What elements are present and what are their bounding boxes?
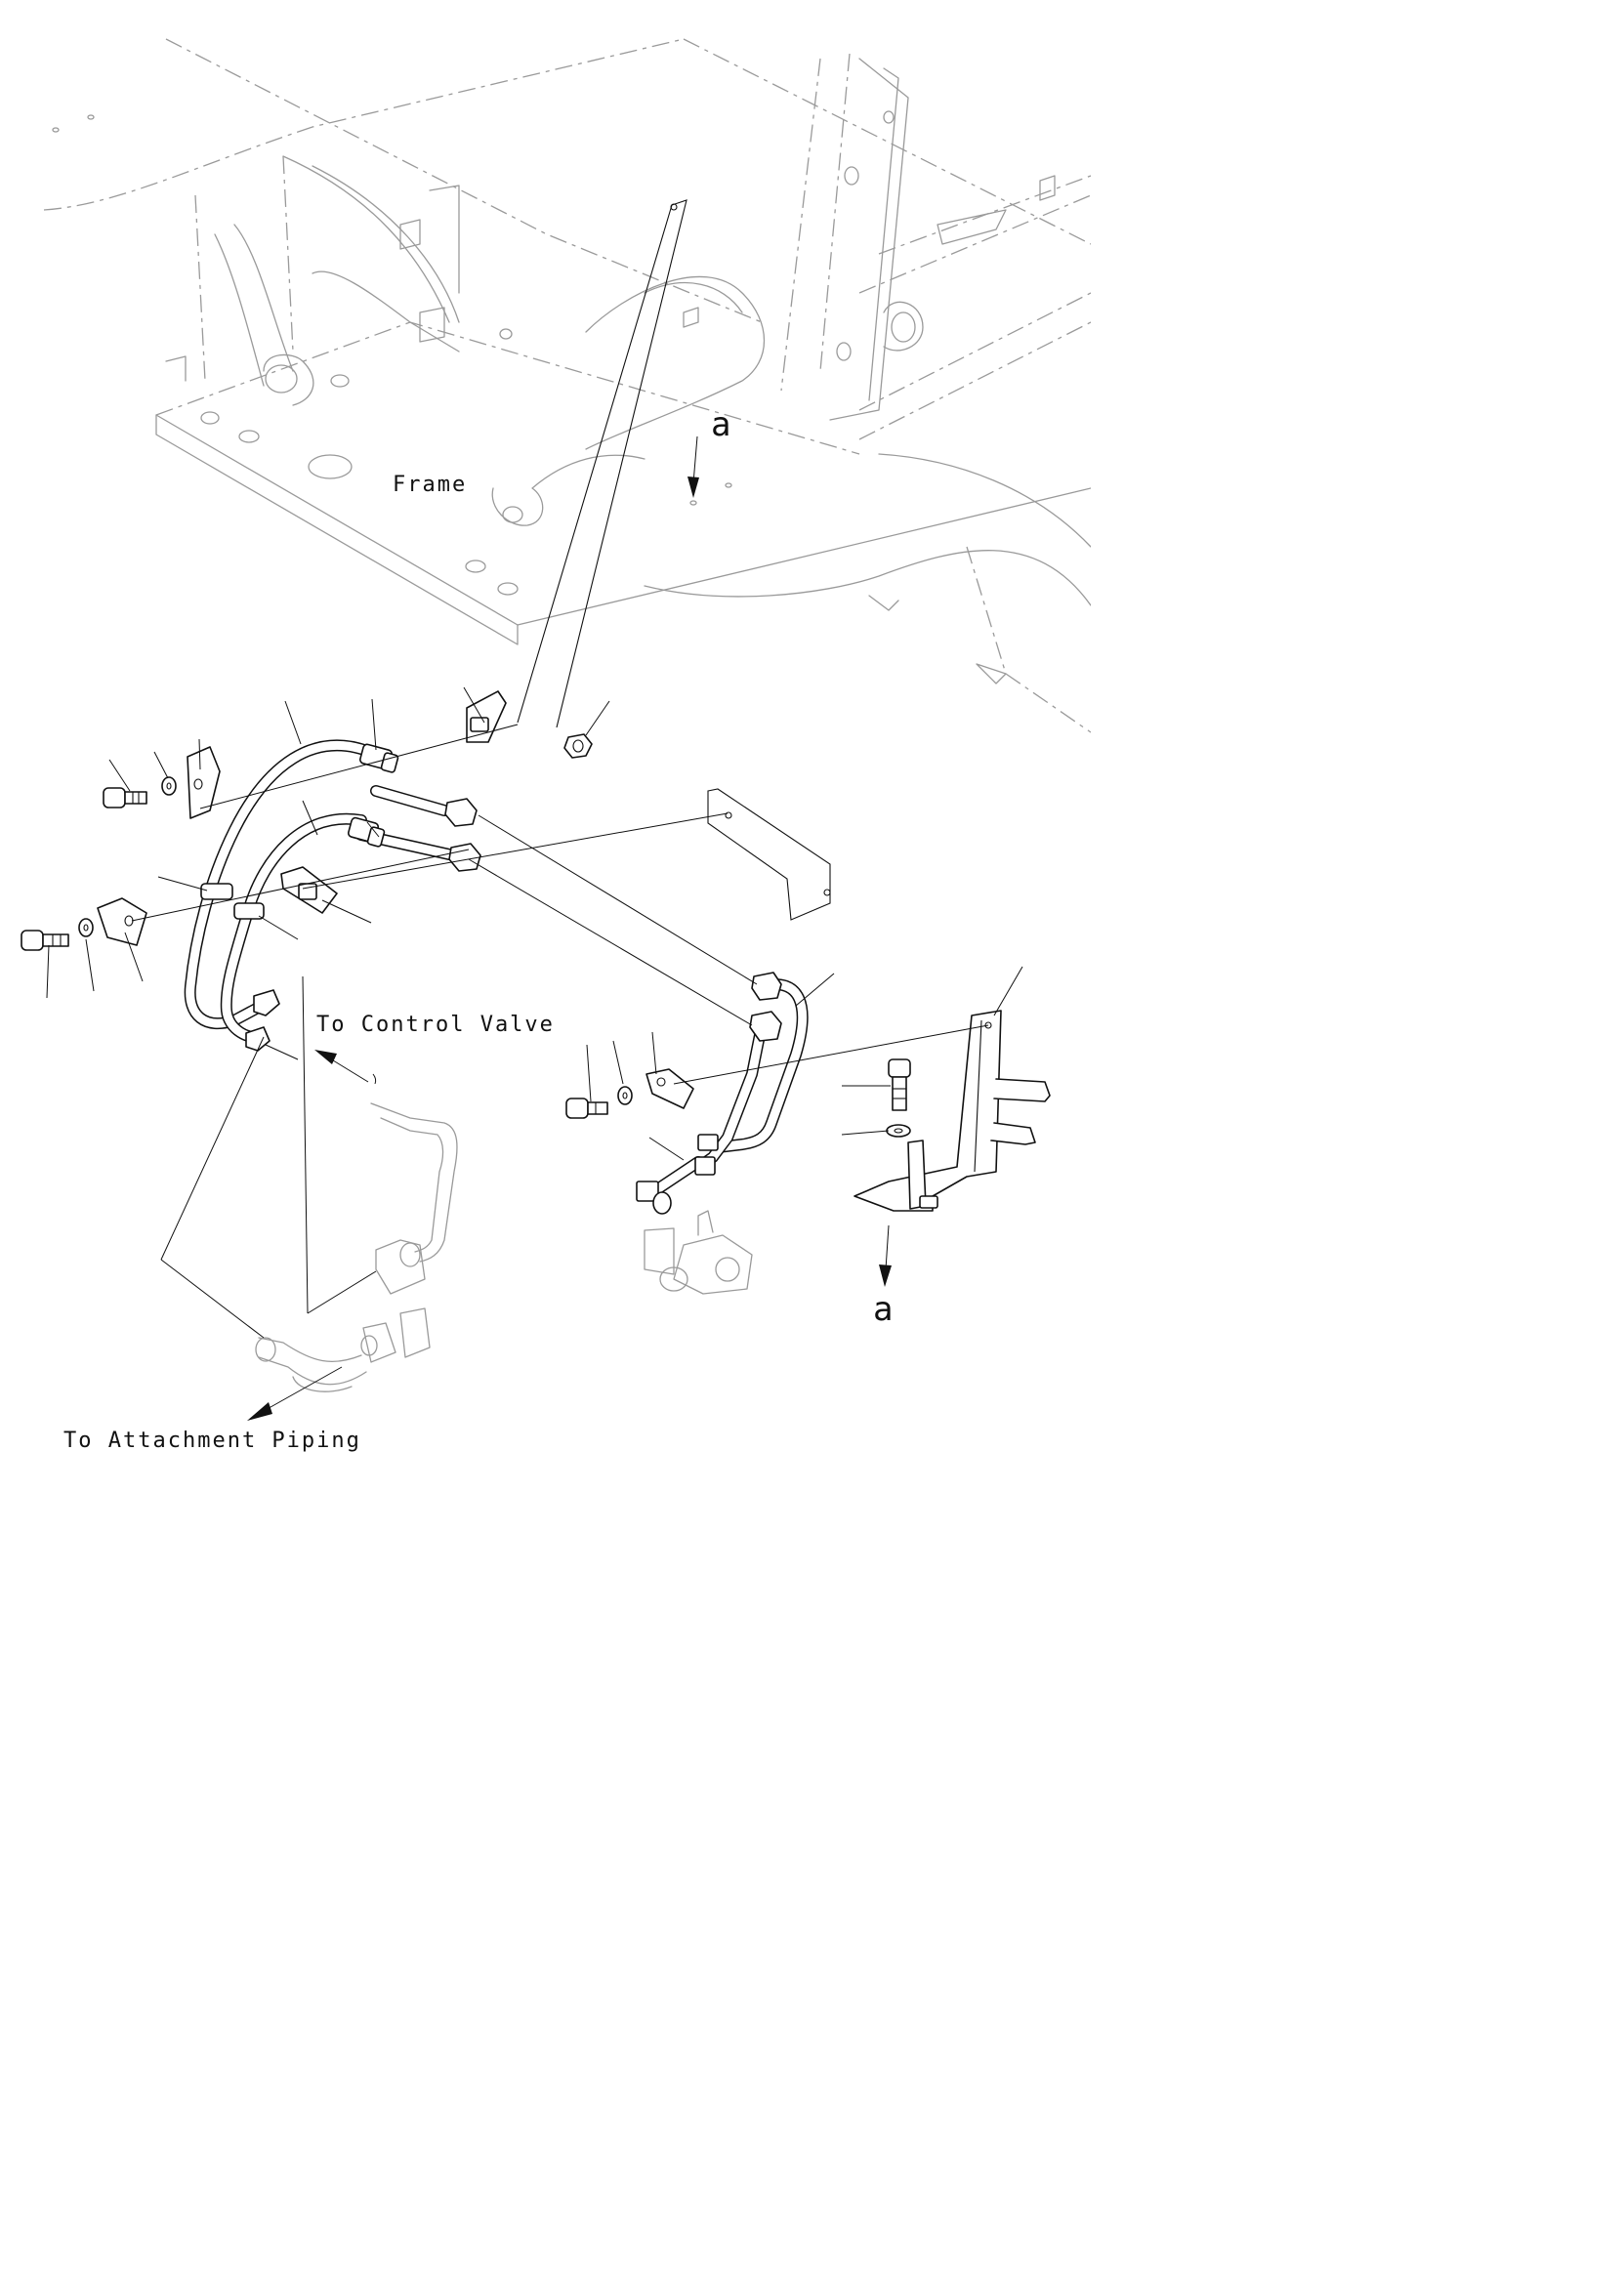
hose-end-fitting xyxy=(245,798,481,1052)
washer-right xyxy=(617,1086,633,1105)
view-ref-label-top: a xyxy=(711,405,730,444)
bolt-top-left xyxy=(103,787,147,808)
frame-label: Frame xyxy=(393,473,467,497)
parts-diagram: Frame To Control Valve To Attachment Pip… xyxy=(21,38,1091,1453)
bracket-plate xyxy=(707,788,831,921)
washer-bottom-left xyxy=(78,918,94,937)
valve-block xyxy=(644,1210,753,1295)
washer-top-left xyxy=(161,776,177,796)
clamp-top-left xyxy=(187,746,221,819)
support-bracket xyxy=(854,1010,1051,1212)
rigid-tube xyxy=(636,972,809,1215)
attachment-piping-ghost xyxy=(255,1102,458,1392)
arrow-view-a-top xyxy=(687,435,699,498)
to-attachment-piping-label: To Attachment Piping xyxy=(63,1429,361,1453)
bolt-vertical xyxy=(888,1058,911,1111)
nut-top xyxy=(563,733,593,759)
view-ref-label-bottom: a xyxy=(873,1290,893,1329)
clamp-top-right xyxy=(466,690,507,743)
washer-vertical xyxy=(886,1124,911,1138)
to-control-valve-label: To Control Valve xyxy=(316,1013,555,1037)
frame-outline xyxy=(43,38,1091,733)
arrow-view-a-bottom xyxy=(879,1224,892,1287)
hose-collar xyxy=(200,743,399,920)
bolt-bottom-left xyxy=(21,930,69,951)
clamp-middle xyxy=(280,866,338,914)
mounting-bar xyxy=(517,199,687,728)
clamp-right xyxy=(645,1068,694,1109)
bolt-right xyxy=(565,1098,608,1119)
leader-lines xyxy=(46,686,1023,1412)
arrow-attachment-piping xyxy=(247,1402,272,1421)
clamp-bottom-left xyxy=(97,897,147,946)
arrow-control-valve xyxy=(314,1050,337,1064)
